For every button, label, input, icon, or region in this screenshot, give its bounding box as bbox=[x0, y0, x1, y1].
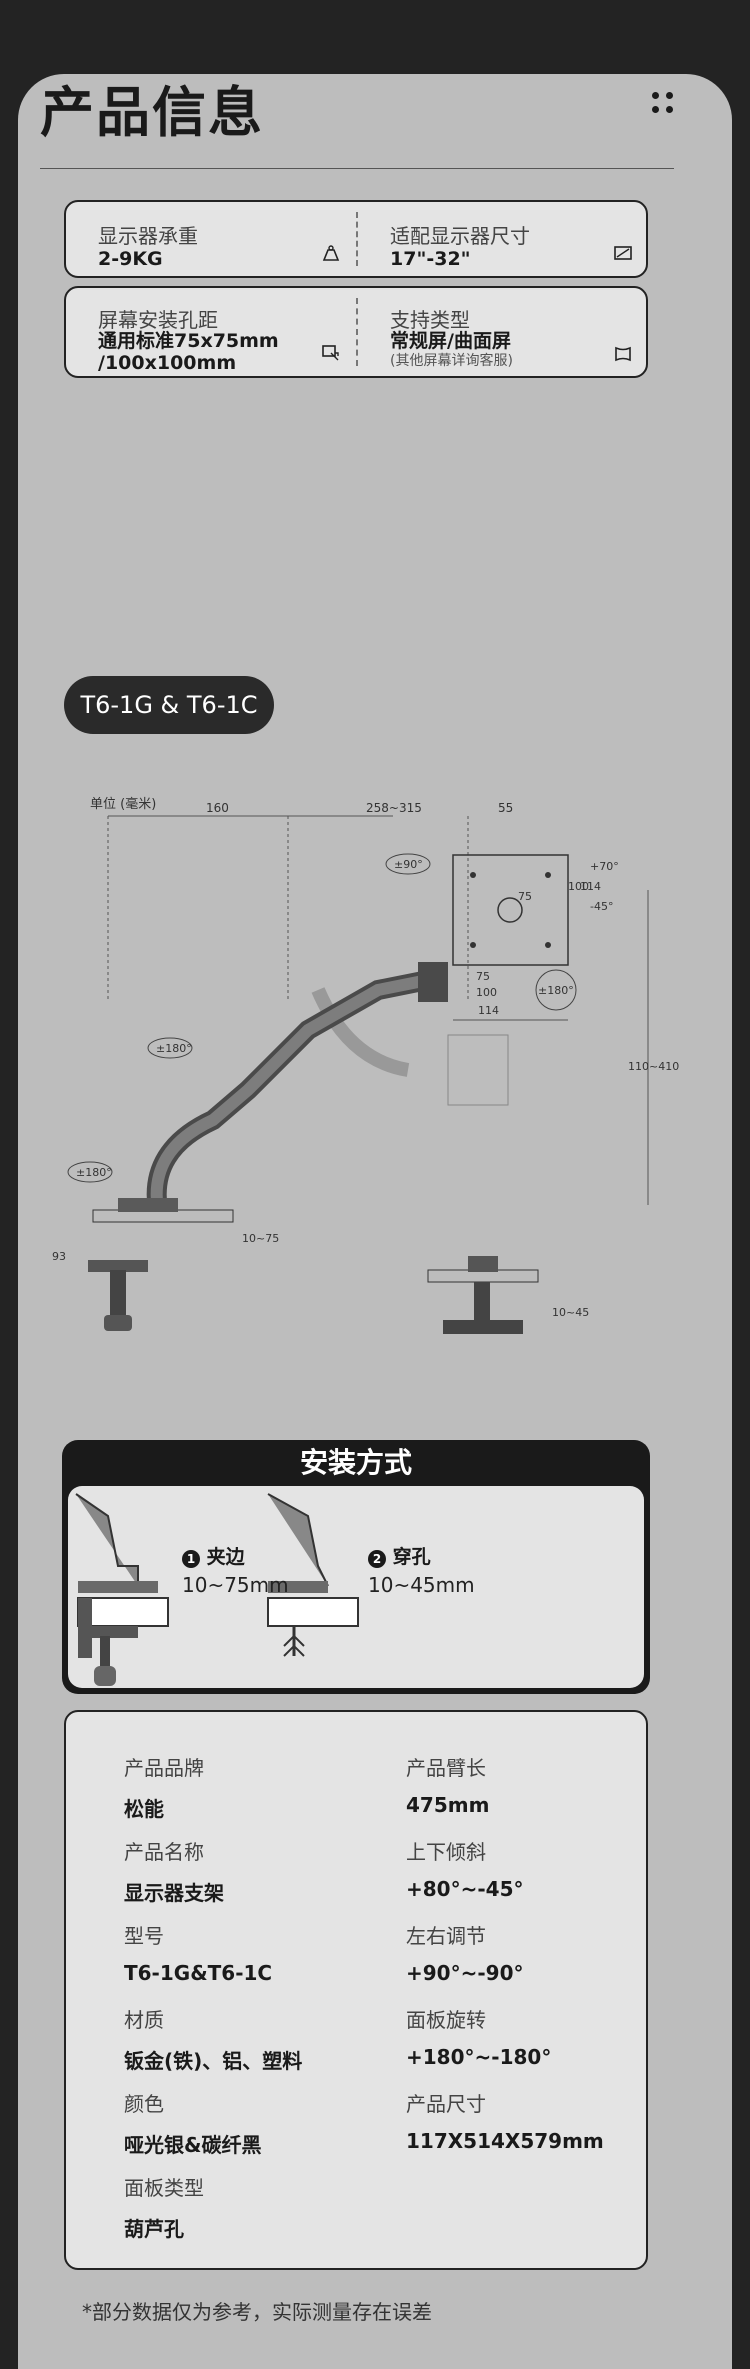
svg-text:100: 100 bbox=[568, 880, 589, 893]
install-illustration bbox=[75, 1493, 359, 1686]
screen-size-icon bbox=[614, 246, 632, 260]
svg-text:114: 114 bbox=[478, 1004, 499, 1017]
svg-text:±180°: ±180° bbox=[538, 984, 574, 997]
spec-vesa: 屏幕安装孔距 通用标准75x75mm/100x100mm bbox=[66, 288, 356, 376]
param-color: 颜色哑光银&碳纤黑 bbox=[124, 2092, 262, 2157]
svg-text:75: 75 bbox=[518, 890, 532, 903]
svg-text:114: 114 bbox=[580, 880, 601, 893]
install-methods-body: 1 夹边 10~75mm 2 穿孔 10~45mm bbox=[68, 1486, 644, 1688]
spec-box-vesa-type: 屏幕安装孔距 通用标准75x75mm/100x100mm 支持类型 常规屏/曲面… bbox=[64, 286, 648, 378]
spec-screen-type: 支持类型 常规屏/曲面屏 (其他屏幕详询客服) bbox=[358, 288, 648, 376]
svg-text:100: 100 bbox=[476, 986, 497, 999]
svg-text:±180°: ±180° bbox=[156, 1042, 192, 1055]
vesa-value: 通用标准75x75mm/100x100mm bbox=[98, 330, 279, 374]
svg-text:258~315: 258~315 bbox=[366, 801, 422, 815]
svg-text:110~410: 110~410 bbox=[628, 1060, 679, 1073]
page-title: 产品信息 bbox=[40, 81, 264, 144]
spec-screen-size: 适配显示器尺寸 17"-32" bbox=[358, 202, 648, 276]
svg-text:+70°: +70° bbox=[590, 860, 619, 873]
step-2-badge: 2 bbox=[368, 1550, 386, 1568]
param-material: 材质钣金(铁)、铝、塑料 bbox=[124, 2008, 303, 2073]
weight-icon bbox=[322, 245, 340, 261]
dimension-diagram: 单位 (毫米) 160 258~315 55 114 100 75 75 100… bbox=[52, 796, 679, 1334]
step-1-badge: 1 bbox=[182, 1550, 200, 1568]
param-swivel: 左右调节+90°~-90° bbox=[406, 1924, 524, 1985]
svg-text:55: 55 bbox=[498, 801, 513, 815]
footnote: *部分数据仅为参考，实际测量存在误差 bbox=[82, 2300, 432, 2324]
svg-text:10~45: 10~45 bbox=[552, 1306, 589, 1319]
param-rotation: 面板旋转+180°~-180° bbox=[406, 2008, 552, 2069]
svg-text:±180°: ±180° bbox=[76, 1166, 112, 1179]
model-pill: T6-1G & T6-1C bbox=[64, 676, 274, 734]
install-method-grommet: 2 穿孔 10~45mm bbox=[368, 1546, 475, 1597]
unit-label: 单位 (毫米) bbox=[90, 796, 156, 812]
svg-text:-45°: -45° bbox=[590, 900, 613, 913]
dots-menu-icon[interactable] bbox=[652, 92, 674, 114]
param-tilt: 上下倾斜+80°~-45° bbox=[406, 1840, 524, 1901]
spec-load: 显示器承重 2-9KG bbox=[66, 202, 356, 276]
vesa-icon bbox=[322, 345, 339, 361]
install-methods-panel: 安装方式 1 夹边 10~75mm 2 穿孔 bbox=[62, 1440, 650, 1694]
svg-text:93: 93 bbox=[52, 1250, 66, 1263]
svg-text:160: 160 bbox=[206, 801, 229, 815]
curved-screen-icon bbox=[615, 346, 631, 362]
param-name: 产品名称显示器支架 bbox=[124, 1840, 224, 1905]
svg-text:75: 75 bbox=[476, 970, 490, 983]
param-panel-type: 面板类型葫芦孔 bbox=[124, 2176, 204, 2241]
install-method-clamp: 1 夹边 10~75mm bbox=[182, 1546, 289, 1597]
svg-text:±90°: ±90° bbox=[394, 858, 423, 871]
title-divider bbox=[40, 168, 674, 169]
svg-text:10~75: 10~75 bbox=[242, 1232, 279, 1245]
spec-box-load-size: 显示器承重 2-9KG 适配显示器尺寸 17"-32" bbox=[64, 200, 648, 278]
param-brand: 产品品牌松能 bbox=[124, 1756, 204, 1821]
